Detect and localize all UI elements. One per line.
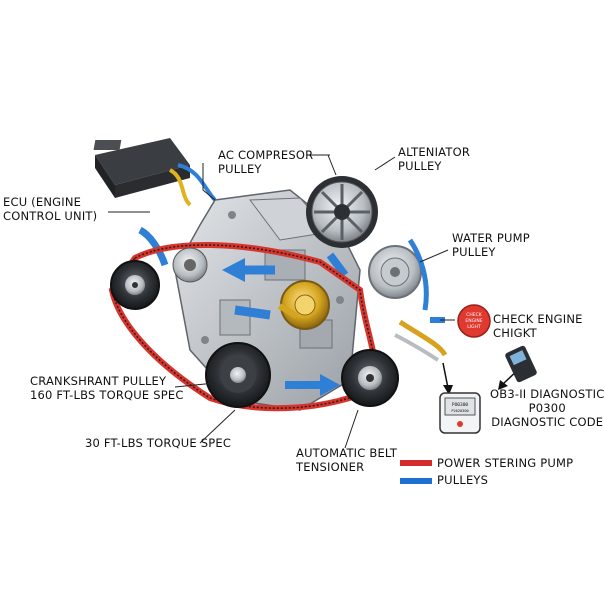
label-alternator-line2: PULLEY (398, 159, 442, 173)
coolant-arrows (138, 226, 349, 396)
label-obd-line3: DIAGNOSTIC CODE (491, 415, 604, 429)
label-ac-compressor-line2: PULLEY (218, 162, 262, 176)
legend-swatch-blue (400, 478, 432, 484)
label-water-pump: WATER PUMP PULLEY (452, 231, 530, 259)
ecu-module (93, 138, 190, 198)
scanner-arrow-left (442, 362, 449, 389)
label-ecu-line2: CONTROL UNIT) (3, 209, 98, 223)
label-torque-30: 30 FT-LBS TORQUE SPEC (85, 436, 231, 450)
label-tensioner: AUTOMATIC BELT TENSIONER (296, 446, 397, 474)
label-torque-30-line1: 30 FT-LBS TORQUE SPEC (85, 436, 232, 450)
gold-pulley (277, 280, 330, 330)
ecu-wire-yellow (168, 168, 192, 207)
label-alternator-line1: ALTENIATOR (398, 145, 471, 159)
leader-lines (108, 154, 455, 449)
scanner-line-2: P2020300 (451, 409, 468, 413)
scanner-line-1: PO0300 (452, 402, 469, 408)
label-tensioner-line2: TENSIONER (296, 460, 365, 474)
label-ecu: ECU (ENGINE CONTROL UNIT) (3, 195, 97, 223)
badge-line-3: LIGHT (467, 324, 481, 330)
scanner-arrowhead-right (498, 380, 508, 390)
crankshaft-pulley (205, 342, 271, 408)
label-tensioner-line1: AUTOMATIC BELT (296, 446, 398, 460)
badge-line-1: CHECK (466, 312, 483, 318)
label-ac-compressor: AC COMPRESOR PULLEY (218, 148, 313, 176)
label-ecu-line1: ECU (ENGINE (3, 195, 82, 209)
legend-label-power-steering: POWER STERING PUMP (437, 456, 574, 470)
label-obd: OB3-II DIAGNOSTIC P0300 DIAGNOSTIC CODE (490, 387, 604, 429)
idler-pulley-top (172, 247, 208, 283)
label-crankshaft: CRANKSHRANT PULLEY 160 FT-LBS TORQUE SPE… (30, 374, 184, 402)
check-engine-light-badge: CHECK ENGINE LIGHT (457, 304, 491, 338)
hose-silver-right (394, 333, 440, 362)
legend-label-pulleys: PULLEYS (437, 473, 489, 487)
diagnostic-scanner: PO0300 P2020300 (439, 392, 481, 434)
label-water-pump-line1: WATER PUMP (452, 231, 530, 245)
label-check-engine-line1: CHECK ENGINE (493, 312, 583, 326)
label-obd-line1: OB3-II DIAGNOSTIC (490, 387, 604, 401)
label-check-engine: CHECK ENGINE CHIGKT (493, 312, 583, 340)
water-pump-pulley (368, 245, 422, 299)
label-check-engine-line2: CHIGKT (493, 326, 537, 340)
badge-line-2: ENGINE (465, 318, 482, 324)
label-crankshaft-line2: 160 FT-LBS TORQUE SPEC (30, 388, 184, 402)
obd-reader-device (505, 345, 537, 383)
label-ac-compressor-line1: AC COMPRESOR (218, 148, 314, 162)
legend-swatch-red (400, 460, 432, 466)
tensioner-pulley-bottom (341, 349, 399, 407)
label-obd-line2: P0300 (528, 401, 566, 415)
ecu-wire-blue (177, 163, 217, 202)
label-alternator: ALTENIATOR PULLEY (398, 145, 470, 173)
label-crankshaft-line1: CRANKSHRANT PULLEY (30, 374, 167, 388)
label-water-pump-line2: PULLEY (452, 245, 496, 259)
hose-orange-right (398, 319, 448, 357)
tensioner-pulley-left (110, 260, 160, 310)
alternator (306, 176, 378, 248)
scanner-arrowhead-left (443, 385, 453, 395)
hose-blue-right (407, 238, 429, 311)
